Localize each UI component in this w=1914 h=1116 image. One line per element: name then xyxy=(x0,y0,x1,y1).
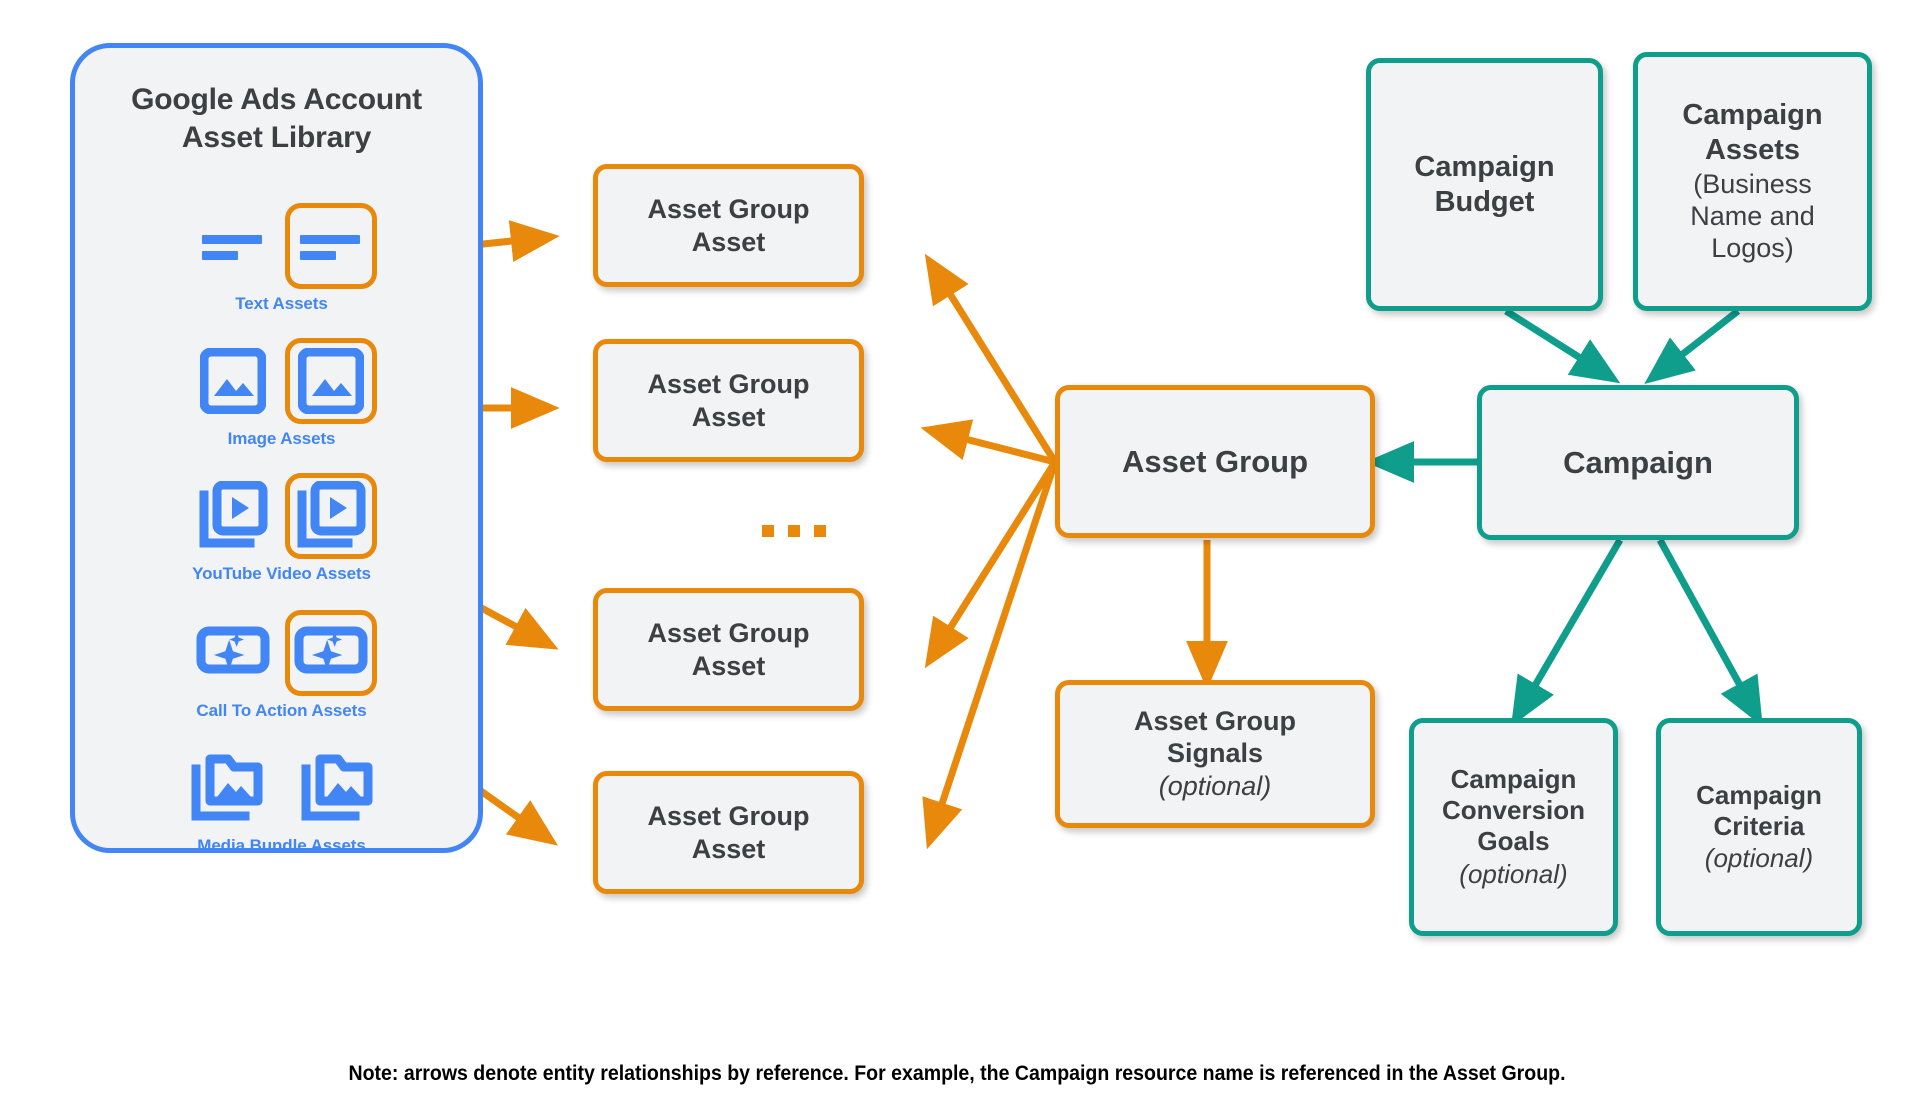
library-item-label: Call To Action Assets xyxy=(196,701,367,720)
library-title: Google Ads Account Asset Library xyxy=(131,83,422,154)
node-label: Asset Group Asset xyxy=(647,194,810,257)
node-label: Campaign Assets xyxy=(1682,99,1823,166)
asset-group-asset-box[interactable]: Asset Group Asset xyxy=(593,339,864,462)
node-label: Asset Group Signals xyxy=(1133,705,1297,769)
asset-group-asset-box[interactable]: Asset Group Asset xyxy=(593,164,864,287)
node-label: Campaign xyxy=(1563,444,1713,480)
image-asset-icon-selected[interactable] xyxy=(284,338,377,424)
asset-group-signals-node[interactable]: Asset Group Signals (optional) xyxy=(1055,680,1375,828)
image-asset-icon xyxy=(187,338,279,424)
node-label: Asset Group Asset xyxy=(647,801,810,864)
footnote: Note: arrows denote entity relationships… xyxy=(348,1062,1566,1085)
asset-group-node[interactable]: Asset Group xyxy=(1055,385,1375,538)
asset-library-panel: Google Ads Account Asset Library Text xyxy=(70,43,483,855)
media-bundle-asset-icon xyxy=(181,745,273,831)
library-item-media-bundle-assets[interactable]: Media Bundle Assets xyxy=(75,745,488,856)
library-item-text-assets[interactable]: Text Assets xyxy=(75,203,488,314)
optional-tag: (optional) xyxy=(1459,858,1568,889)
text-asset-icon-selected[interactable] xyxy=(284,203,377,289)
asset-group-asset-box[interactable]: Asset Group Asset xyxy=(593,771,864,894)
library-item-image-assets[interactable]: Image Assets xyxy=(75,338,488,449)
node-label: Asset Group xyxy=(1121,443,1309,479)
node-label: Campaign Criteria xyxy=(1696,779,1822,841)
campaign-node[interactable]: Campaign xyxy=(1477,385,1799,540)
youtube-video-asset-icon xyxy=(187,473,279,559)
node-sublabel: (Business Name and Logos) xyxy=(1690,168,1815,264)
library-item-label: Media Bundle Assets xyxy=(197,836,366,855)
youtube-video-asset-icon-selected[interactable] xyxy=(284,473,377,559)
library-item-label: Image Assets xyxy=(227,429,336,448)
campaign-criteria-node[interactable]: Campaign Criteria (optional) xyxy=(1656,718,1862,936)
library-item-label: YouTube Video Assets xyxy=(192,564,371,583)
campaign-assets-node[interactable]: Campaign Assets (Business Name and Logos… xyxy=(1633,52,1872,311)
library-item-label: Text Assets xyxy=(235,294,328,313)
optional-tag: (optional) xyxy=(1158,770,1272,801)
text-asset-icon xyxy=(187,203,279,289)
node-label: Campaign Conversion Goals xyxy=(1441,763,1586,857)
library-item-youtube-video-assets[interactable]: YouTube Video Assets xyxy=(75,473,488,584)
node-label: Asset Group Asset xyxy=(647,369,810,432)
node-label: Asset Group Asset xyxy=(647,618,810,681)
media-bundle-asset-icon xyxy=(291,745,383,831)
node-label: Campaign Budget xyxy=(1414,150,1555,218)
asset-group-asset-box[interactable]: Asset Group Asset xyxy=(593,588,864,711)
library-item-call-to-action-assets[interactable]: Call To Action Assets xyxy=(75,610,488,721)
ellipsis-indicator xyxy=(762,525,826,537)
call-to-action-asset-icon-selected[interactable] xyxy=(284,610,377,696)
call-to-action-asset-icon xyxy=(187,610,279,696)
optional-tag: (optional) xyxy=(1704,842,1814,873)
campaign-budget-node[interactable]: Campaign Budget xyxy=(1366,58,1603,311)
campaign-conversion-goals-node[interactable]: Campaign Conversion Goals (optional) xyxy=(1409,718,1618,936)
